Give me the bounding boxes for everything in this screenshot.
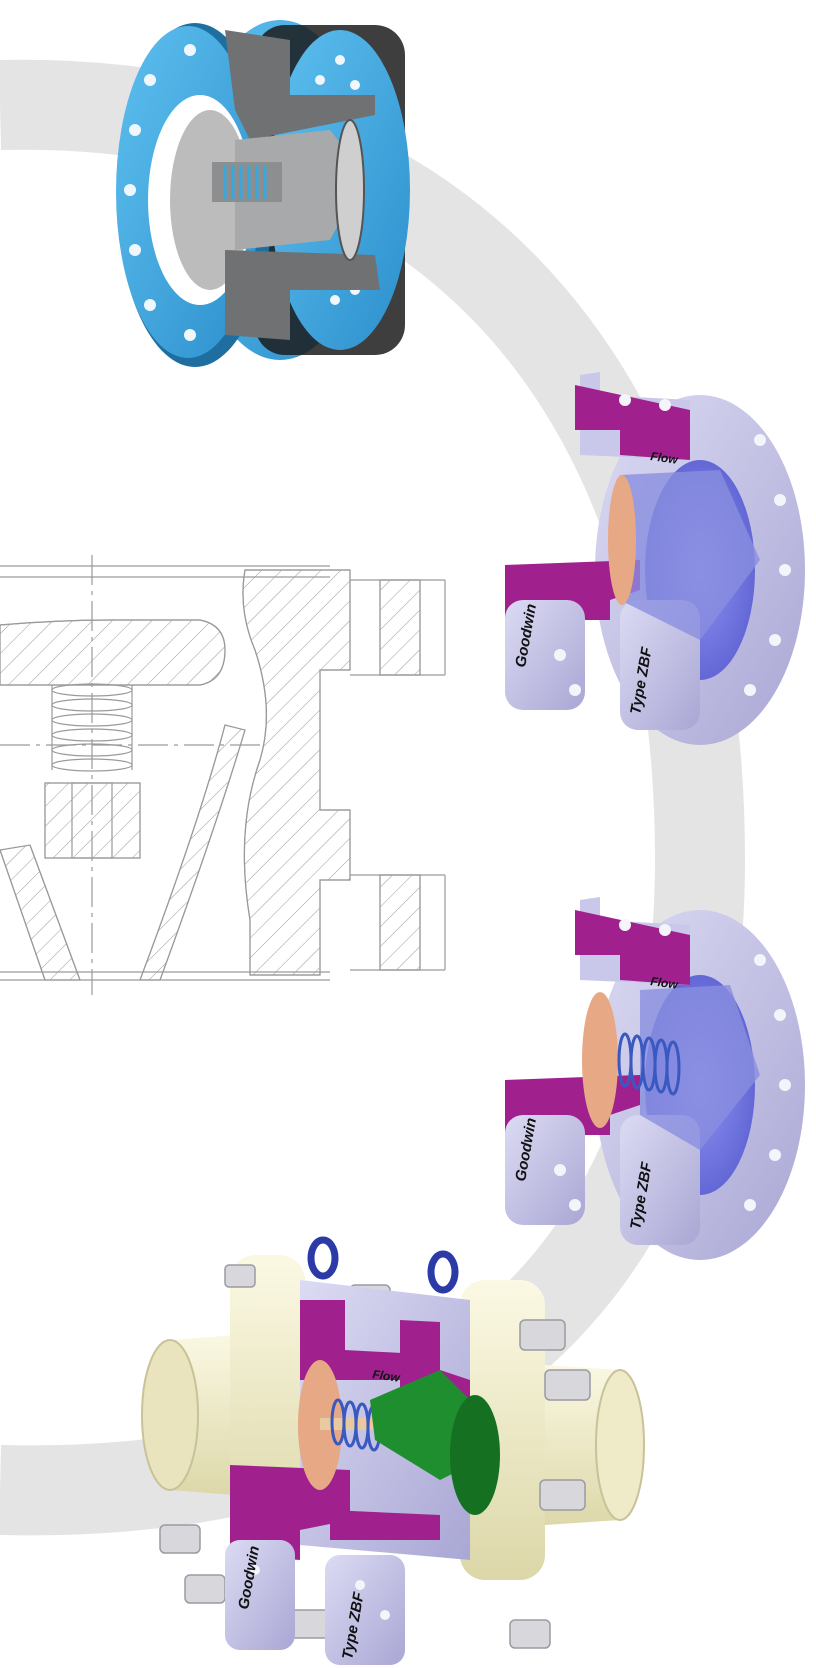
- blue-cutaway-valve: [116, 20, 410, 367]
- installed-valve-assembly: Goodwin Type ZBF Flow: [141, 1236, 645, 1665]
- technical-cross-section-drawing: [0, 555, 446, 995]
- blue-valve-spring: [223, 165, 267, 200]
- lavender-valve-2-flow-label: Flow: [650, 974, 680, 992]
- lavender-valve-open: Goodwin Type ZBF Flow: [505, 897, 805, 1260]
- lifting-eye-right: [427, 1250, 459, 1294]
- lavender-valve-closed: Goodwin Type ZBF Flow: [505, 372, 805, 745]
- lavender-valve-1-flow-label: Flow: [650, 449, 680, 467]
- installed-valve-flow-label: Flow: [372, 1367, 402, 1385]
- drawing-spring: [51, 683, 133, 772]
- lifting-eye-left: [307, 1236, 339, 1280]
- lavender-valve-spring: [617, 1032, 681, 1096]
